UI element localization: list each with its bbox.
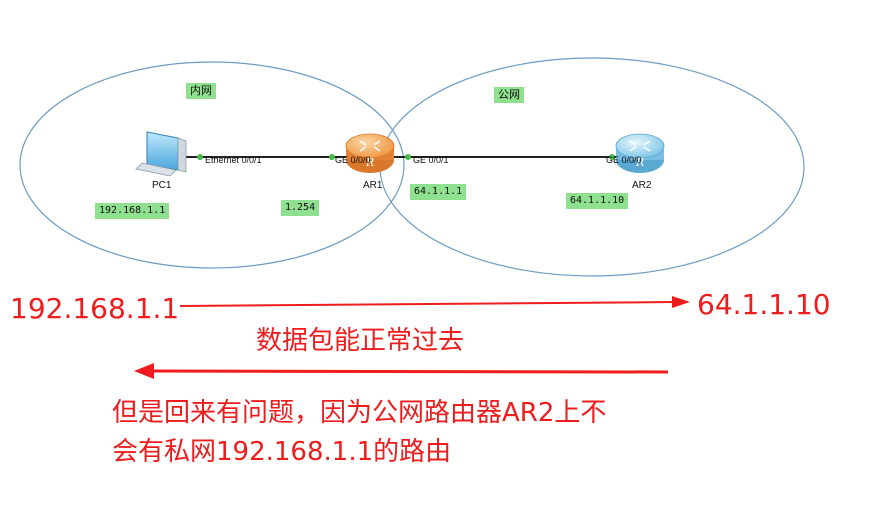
source-address-annotation: 192.168.1.1	[10, 292, 180, 325]
return-arrow	[134, 363, 669, 379]
svg-text:R: R	[365, 156, 374, 169]
ar1-name-label: AR1	[363, 180, 383, 191]
ar1-ge0-port-label: GE 0/0/0	[335, 155, 371, 165]
pc-icon[interactable]	[135, 131, 187, 177]
ar2-name-label: AR2	[632, 180, 652, 191]
intranet-zone-label: 内网	[186, 83, 216, 99]
return-note-line2: 会有私网192.168.1.1的路由	[112, 437, 452, 467]
public-network-zone-label: 公网	[494, 87, 524, 103]
ar2-ge0-port-label: GE 0/0/0	[606, 155, 642, 165]
pc1-address-tag: 192.168.1.1	[95, 203, 170, 219]
ar1-inside-address-tag: 1.254	[281, 200, 320, 216]
forward-note: 数据包能正常过去	[256, 326, 465, 356]
pc1-ethernet-port-label: Ethernet 0/0/1	[205, 155, 262, 165]
port-dot-ar2-ge0	[609, 154, 615, 160]
port-dot-ar1-ge1	[405, 154, 411, 160]
router-icon[interactable]: R	[345, 133, 395, 173]
router-icon[interactable]: R	[615, 133, 665, 173]
pc1-name-label: PC1	[152, 180, 172, 191]
ar1-outside-address-tag: 64.1.1.1	[410, 184, 467, 200]
port-dot-ar1-ge0	[329, 154, 335, 160]
return-note-line1: 但是回来有问题，因为公网路由器AR2上不	[112, 398, 607, 428]
public-network-zone-ellipse	[379, 57, 805, 277]
ar2-address-tag: 64.1.1.10	[566, 193, 629, 209]
forward-arrow	[179, 296, 690, 308]
svg-text:R: R	[635, 156, 644, 169]
port-dot-pc1	[197, 154, 203, 160]
ar1-ge1-port-label: GE 0/0/1	[413, 155, 449, 165]
intranet-zone-ellipse	[19, 61, 405, 269]
destination-address-annotation: 64.1.1.10	[697, 288, 831, 321]
